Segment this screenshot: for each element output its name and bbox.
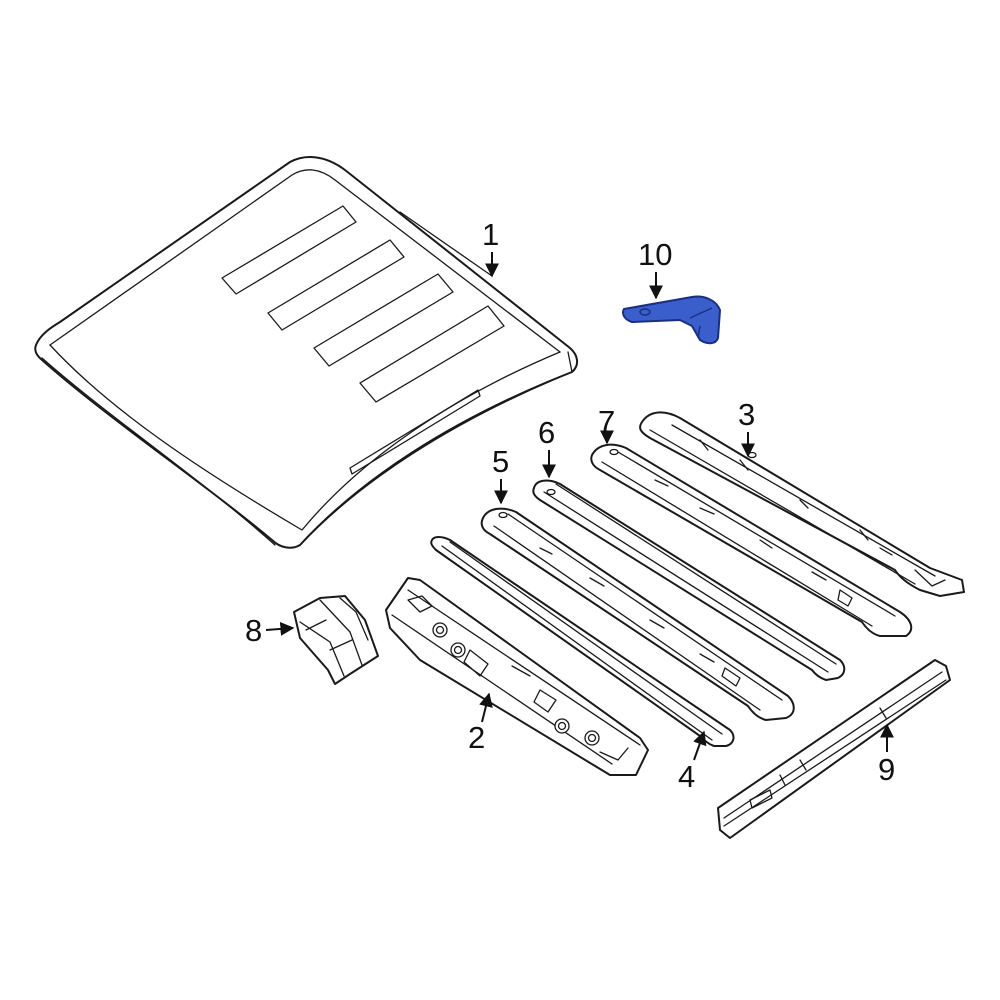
callout-5[interactable]: 5 bbox=[492, 444, 509, 505]
roof-panel[interactable] bbox=[34, 156, 578, 549]
callout-5-number: 5 bbox=[492, 444, 509, 479]
roof-bow-4[interactable] bbox=[430, 536, 735, 747]
callout-3[interactable]: 3 bbox=[738, 397, 755, 458]
callout-10[interactable]: 10 bbox=[638, 237, 672, 300]
side-rail[interactable] bbox=[717, 659, 951, 839]
roof-bow-7[interactable] bbox=[590, 443, 913, 637]
callout-2-number: 2 bbox=[468, 720, 485, 755]
callout-7[interactable]: 7 bbox=[598, 404, 615, 445]
callout-3-number: 3 bbox=[738, 397, 755, 432]
mounting-bracket[interactable] bbox=[622, 295, 721, 345]
callout-2[interactable]: 2 bbox=[468, 692, 493, 755]
callout-2-arrow bbox=[479, 692, 493, 723]
callout-9[interactable]: 9 bbox=[878, 723, 895, 787]
callout-6-number: 6 bbox=[538, 415, 555, 450]
callout-8-arrow bbox=[265, 621, 295, 636]
callout-8[interactable]: 8 bbox=[245, 613, 295, 648]
roof-bow-5[interactable] bbox=[480, 507, 795, 721]
callout-4-number: 4 bbox=[678, 759, 695, 794]
callout-8-number: 8 bbox=[245, 613, 262, 648]
rear-roof-bow[interactable] bbox=[639, 411, 965, 597]
callout-1-number: 1 bbox=[482, 217, 499, 252]
callout-6[interactable]: 6 bbox=[538, 415, 556, 479]
roof-bow-6[interactable] bbox=[532, 479, 846, 681]
callout-9-number: 9 bbox=[878, 752, 895, 787]
callout-4[interactable]: 4 bbox=[678, 730, 707, 794]
corner-reinforcement[interactable] bbox=[293, 595, 379, 685]
callout-10-number: 10 bbox=[638, 237, 672, 272]
callout-7-number: 7 bbox=[598, 404, 615, 439]
callouts: 1 10 7 3 6 5 8 2 bbox=[245, 217, 895, 794]
callout-4-arrow bbox=[693, 730, 707, 761]
callout-1[interactable]: 1 bbox=[482, 217, 499, 278]
front-header-rail[interactable] bbox=[385, 577, 649, 776]
